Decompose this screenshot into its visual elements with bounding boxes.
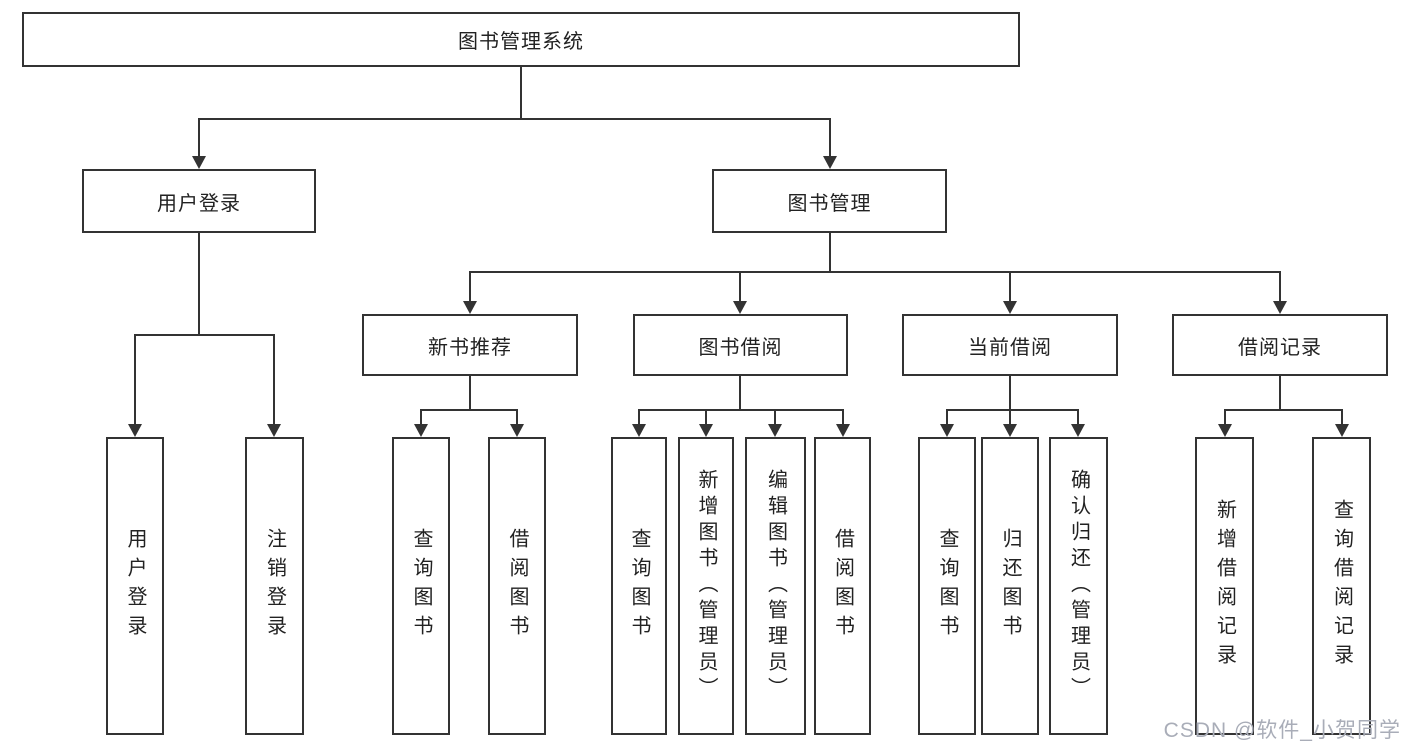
node-user-login: 用户登录 <box>82 169 316 233</box>
node-library-system-label: 图书管理系统 <box>458 31 584 53</box>
connector-borrow-records-branch <box>1218 376 1349 437</box>
leaf-user-login-label: 用户登录 <box>124 528 146 644</box>
leaf-query-books-3: 查询图书 <box>918 437 976 735</box>
leaf-return-books: 归还图书 <box>981 437 1039 735</box>
node-current-borrow-label: 当前借阅 <box>968 336 1052 359</box>
leaf-add-borrow-record: 新增借阅记录 <box>1195 437 1254 735</box>
leaf-add-borrow-record-label: 新增借阅记录 <box>1213 499 1236 673</box>
leaf-query-books-1-label: 查询图书 <box>410 528 432 644</box>
connector-user-login-branch <box>128 233 281 437</box>
leaf-edit-books-admin: 编辑图书（管理员） <box>745 437 806 735</box>
node-borrow-records: 借阅记录 <box>1172 314 1388 376</box>
csdn-watermark: CSDN @软件_小贺同学 <box>1163 719 1401 742</box>
leaf-borrow-books-1: 借阅图书 <box>488 437 546 735</box>
node-user-login-label: 用户登录 <box>157 192 241 215</box>
leaf-user-login: 用户登录 <box>106 437 164 735</box>
connector-book-borrow-branch <box>632 376 850 437</box>
leaf-query-books-2-label: 查询图书 <box>628 528 650 644</box>
connector-book-mgmt-branch <box>463 233 1287 314</box>
node-borrow-records-label: 借阅记录 <box>1238 336 1322 359</box>
node-book-management-label: 图书管理 <box>787 192 872 215</box>
node-new-book-recommend-label: 新书推荐 <box>428 336 512 359</box>
connector-current-borrow-branch <box>940 376 1085 437</box>
leaf-query-books-3-label: 查询图书 <box>936 528 958 644</box>
leaf-confirm-return-admin: 确认归还（管理员） <box>1049 437 1108 735</box>
node-current-borrow: 当前借阅 <box>902 314 1118 376</box>
leaf-borrow-books-2-label: 借阅图书 <box>831 528 854 644</box>
leaf-query-borrow-record-label: 查询借阅记录 <box>1330 499 1353 673</box>
leaf-add-books-admin-label: 新增图书（管理员） <box>695 469 717 703</box>
leaf-borrow-books-1-label: 借阅图书 <box>506 528 528 644</box>
leaf-query-books-2: 查询图书 <box>611 437 667 735</box>
leaf-query-books-1: 查询图书 <box>392 437 450 735</box>
leaf-return-books-label: 归还图书 <box>999 528 1021 644</box>
leaf-borrow-books-2: 借阅图书 <box>814 437 871 735</box>
leaf-confirm-return-admin-label: 确认归还（管理员） <box>1067 469 1090 703</box>
node-book-borrow-label: 图书借阅 <box>698 336 783 359</box>
node-book-management: 图书管理 <box>712 169 947 233</box>
leaf-add-books-admin: 新增图书（管理员） <box>678 437 734 735</box>
leaf-edit-books-admin-label: 编辑图书（管理员） <box>764 469 787 703</box>
connector-new-books-branch <box>414 376 524 437</box>
leaf-logout: 注销登录 <box>245 437 304 735</box>
node-library-system: 图书管理系统 <box>22 12 1020 67</box>
leaf-query-borrow-record: 查询借阅记录 <box>1312 437 1371 735</box>
node-book-borrow: 图书借阅 <box>633 314 848 376</box>
connector-root-branch <box>192 67 837 169</box>
leaf-logout-label: 注销登录 <box>263 528 286 644</box>
node-new-book-recommend: 新书推荐 <box>362 314 578 376</box>
